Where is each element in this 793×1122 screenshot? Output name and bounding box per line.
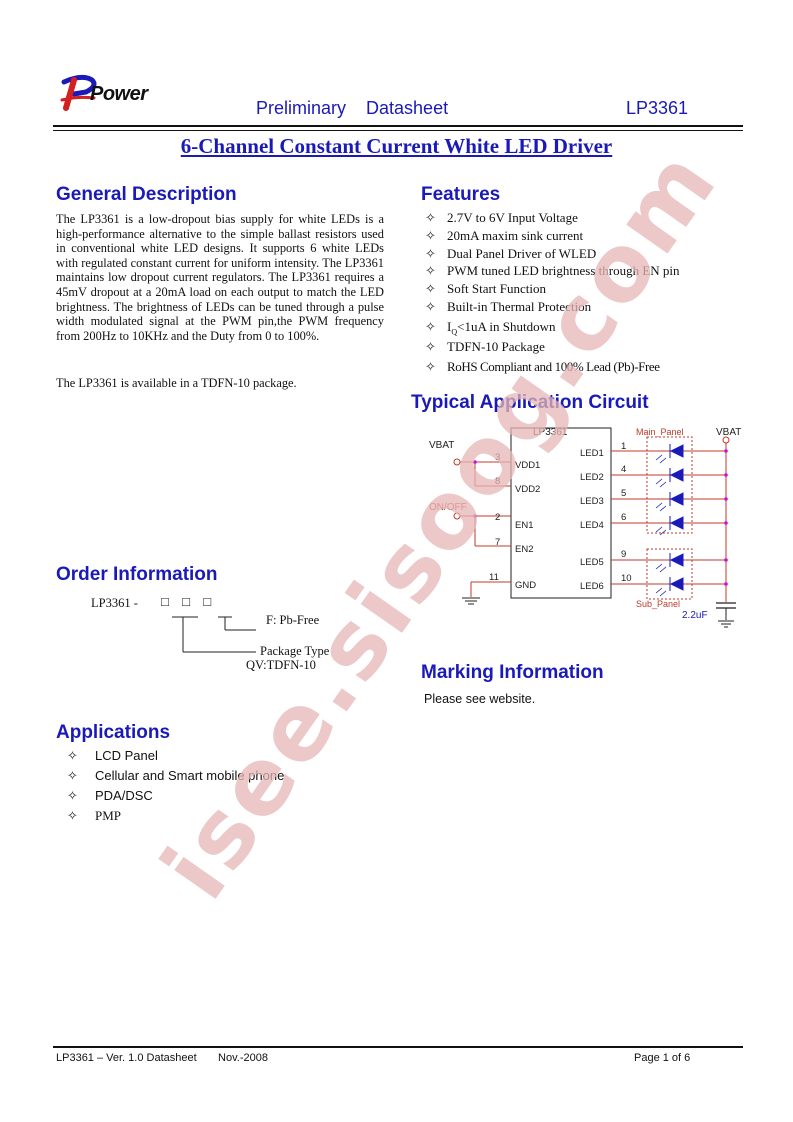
feature-item: ✧IQ<1uA in Shutdown <box>425 319 556 337</box>
pin-number: 8 <box>495 476 500 487</box>
led-icon <box>655 492 684 512</box>
pin-name: GND <box>515 580 536 591</box>
pin-name: LED6 <box>580 581 604 592</box>
vbat-terminal <box>453 458 461 466</box>
feature-item: ✧PWM tuned LED brightness through EN pin <box>425 263 680 278</box>
typical-application-heading: Typical Application Circuit <box>411 392 649 413</box>
marking-information-heading: Marking Information <box>421 662 604 683</box>
pin-number: 6 <box>621 512 626 523</box>
led-icon <box>655 577 684 597</box>
application-item: ✧PDA/DSC <box>67 788 153 803</box>
led-icon <box>655 553 684 573</box>
logo: Power <box>60 74 170 114</box>
pin-number: 11 <box>489 572 499 583</box>
pin-name: EN1 <box>515 520 533 531</box>
diamond-bullet-icon: ✧ <box>425 246 436 261</box>
application-item: ✧PMP <box>67 808 122 823</box>
order-package-value: QV:TDFN-10 <box>246 658 316 672</box>
pin-name: VDD2 <box>515 484 540 495</box>
vbat-right-terminal <box>722 436 730 444</box>
general-description-package: The LP3361 is available in a TDFN-10 pac… <box>56 376 297 390</box>
vbat-right-label: VBAT <box>716 427 741 438</box>
diamond-bullet-icon: ✧ <box>425 263 436 278</box>
pin-name: LED1 <box>580 448 604 459</box>
order-pb-free: F: Pb-Free <box>266 613 320 627</box>
header-subtitle: Preliminary Datasheet <box>256 98 449 118</box>
led-icon <box>655 468 684 488</box>
features-list: ✧2.7V to 6V Input Voltage ✧20mA maxim si… <box>425 210 765 375</box>
general-description-heading: General Description <box>56 184 237 205</box>
feature-item: ✧TDFN-10 Package <box>425 339 545 354</box>
diamond-bullet-icon: ✧ <box>67 748 78 763</box>
pin-number: 4 <box>621 464 626 475</box>
feature-item: ✧RoHS Compliant and 100% Lead (Pb)-Free <box>425 359 660 374</box>
pin-number: 2 <box>495 512 500 523</box>
onoff-label: ON/OFF <box>429 502 467 513</box>
page-title: 6-Channel Constant Current White LED Dri… <box>180 134 613 158</box>
pin-number: 9 <box>621 549 626 560</box>
marking-text: Please see website. <box>424 692 536 706</box>
applications-list: ✧LCD Panel ✧Cellular and Smart mobile ph… <box>67 748 367 828</box>
order-connector-lines <box>172 616 256 653</box>
header-rule <box>53 125 743 127</box>
application-item: ✧LCD Panel <box>67 748 158 763</box>
diamond-bullet-icon: ✧ <box>425 299 436 314</box>
onoff-terminal <box>453 512 461 520</box>
ground-symbol-icon <box>462 597 480 605</box>
led-icon <box>655 444 684 464</box>
feature-item: ✧Built-in Thermal Protection <box>425 299 592 314</box>
order-code: LP3361 - <box>91 596 138 610</box>
pin-name: EN2 <box>515 544 533 555</box>
led-icon <box>655 516 684 536</box>
pin-number: 10 <box>621 573 632 584</box>
pin-number: 7 <box>495 537 500 548</box>
diamond-bullet-icon: ✧ <box>67 808 78 823</box>
feature-item: ✧2.7V to 6V Input Voltage <box>425 210 578 225</box>
pin-number: 5 <box>621 488 626 499</box>
diamond-bullet-icon: ✧ <box>425 319 436 334</box>
capacitor-icon <box>716 602 736 628</box>
feature-item: ✧Dual Panel Driver of WLED <box>425 246 597 261</box>
sub-panel-label: Sub_Panel <box>636 599 680 609</box>
diamond-bullet-icon: ✧ <box>425 359 436 374</box>
chip-label: LP3361 <box>533 427 568 438</box>
diamond-bullet-icon: ✧ <box>425 228 436 243</box>
vbat-left-label: VBAT <box>429 440 454 451</box>
diamond-bullet-icon: ✧ <box>67 788 78 803</box>
main-panel-label: Main_Panel <box>636 427 684 437</box>
pin-name: LED4 <box>580 520 604 531</box>
application-circuit: LP3361 VBAT ON/OFF 3 VDD1 8 VDD2 2 EN1 7… <box>429 427 741 628</box>
features-heading: Features <box>421 184 501 205</box>
order-package-label: Package Type <box>260 644 330 658</box>
pin-number: 3 <box>495 452 500 463</box>
footer-rule <box>53 1046 743 1048</box>
header-part-number: LP3361 <box>626 98 689 118</box>
pin-name: LED5 <box>580 557 604 568</box>
main-panel-box <box>646 436 693 534</box>
feature-item: ✧Soft Start Function <box>425 281 546 296</box>
applications-heading: Applications <box>56 722 171 743</box>
general-description-text: The LP3361 is a low-dropout bias supply … <box>56 212 384 343</box>
diamond-bullet-icon: ✧ <box>67 768 78 783</box>
pin-number: 1 <box>621 441 626 452</box>
feature-item: ✧20mA maxim sink current <box>425 228 584 243</box>
logo-mark <box>60 74 97 111</box>
order-information-heading: Order Information <box>56 564 218 585</box>
diamond-bullet-icon: ✧ <box>425 281 436 296</box>
order-boxes: □ □ □ <box>161 594 217 609</box>
pin-name: LED2 <box>580 472 604 483</box>
footer-page-number: Page 1 of 6 <box>634 1052 691 1064</box>
sub-panel-box <box>646 548 693 600</box>
diamond-bullet-icon: ✧ <box>425 339 436 354</box>
logo-text: Power <box>90 83 148 105</box>
application-item: ✧Cellular and Smart mobile phone <box>67 768 285 783</box>
footer-left: LP3361 – Ver. 1.0 Datasheet Nov.-2008 <box>56 1052 268 1064</box>
capacitor-label: 2.2uF <box>682 610 708 621</box>
pin-name: LED3 <box>580 496 604 507</box>
pin-name: VDD1 <box>515 460 540 471</box>
header-rule-thin <box>53 130 743 131</box>
diamond-bullet-icon: ✧ <box>425 210 436 225</box>
